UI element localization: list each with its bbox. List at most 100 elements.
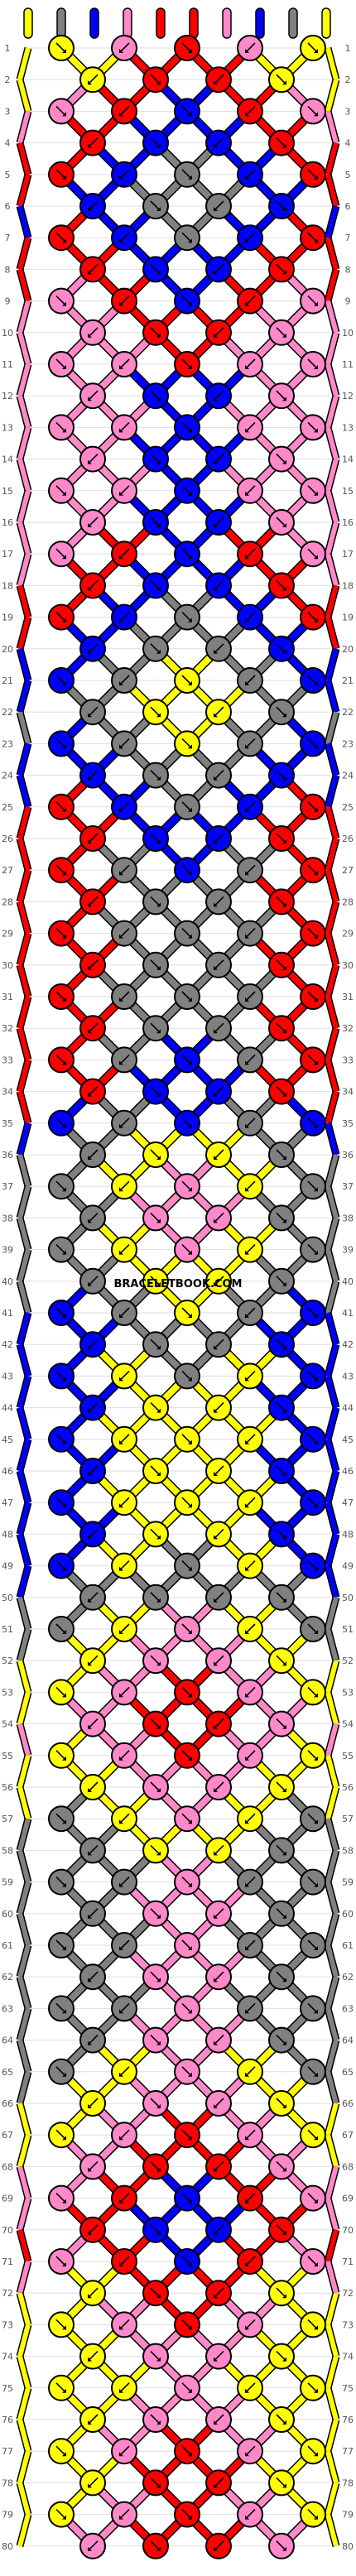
knot-arrowhead bbox=[245, 555, 249, 560]
edge-thread-right bbox=[325, 300, 339, 334]
knot-arrow bbox=[276, 1908, 286, 1919]
knot-arrowhead bbox=[214, 1092, 218, 1097]
row-number-right: 20 bbox=[342, 644, 354, 655]
knot-arrow bbox=[181, 1686, 192, 1697]
knot-arrowhead bbox=[88, 396, 92, 401]
left-row-numbers: 1234567891011121314151617181920212223242… bbox=[2, 43, 13, 2552]
knot-arrowhead bbox=[119, 2136, 123, 2141]
knot-arrowhead bbox=[188, 934, 192, 939]
knot-arrowhead bbox=[245, 871, 249, 876]
row-number-right: 17 bbox=[342, 549, 354, 560]
knot-arrowhead bbox=[214, 2230, 218, 2235]
row-number-right: 49 bbox=[342, 1561, 354, 1572]
knot-arrow bbox=[119, 1686, 130, 1697]
edge-thread-left bbox=[17, 1312, 31, 1345]
knot-arrow bbox=[150, 1212, 161, 1223]
edge-thread-right bbox=[325, 2482, 339, 2516]
knot-arrowhead bbox=[245, 112, 249, 117]
knot-arrow bbox=[150, 579, 161, 590]
edge-thread-left bbox=[17, 490, 31, 523]
edge-thread-left bbox=[17, 1281, 31, 1314]
knot-arrow bbox=[214, 1718, 224, 1729]
knot-arrow bbox=[119, 485, 130, 496]
row-number-right: 4 bbox=[345, 138, 351, 149]
knot-arrowhead bbox=[314, 2199, 318, 2204]
edge-thread-left bbox=[17, 1343, 31, 1377]
knot-arrowhead bbox=[188, 2072, 192, 2077]
knot-arrowhead bbox=[282, 1978, 286, 1982]
knot-arrow bbox=[307, 1939, 318, 1950]
knot-arrow bbox=[150, 1086, 161, 1097]
knot-arrow bbox=[245, 548, 256, 559]
row-number-left: 52 bbox=[2, 1656, 13, 1666]
knot-arrow bbox=[55, 232, 66, 243]
knot-arrow bbox=[245, 2129, 256, 2140]
knot-arrow bbox=[276, 1592, 286, 1603]
row-number-right: 63 bbox=[342, 2003, 354, 2014]
top-strand bbox=[222, 7, 232, 39]
edge-thread-right bbox=[325, 711, 339, 745]
knot-arrowhead bbox=[282, 2357, 286, 2362]
knot-arrowhead bbox=[62, 112, 66, 117]
knot-arrowhead bbox=[282, 2040, 286, 2045]
knot-arrowhead bbox=[282, 333, 286, 338]
row-number-right: 53 bbox=[342, 1687, 354, 1698]
knot-arrow bbox=[276, 643, 286, 654]
knot-arrow bbox=[214, 1908, 224, 1919]
edge-thread-right bbox=[325, 1248, 339, 1282]
knot-arrowhead bbox=[188, 1693, 192, 1698]
knot-arrowhead bbox=[188, 1566, 192, 1571]
knot-arrow bbox=[88, 1971, 99, 1982]
knot-arrow bbox=[214, 1781, 224, 1792]
top-strand bbox=[255, 7, 265, 39]
knot-arrowhead bbox=[188, 1503, 192, 1508]
row-number-left: 22 bbox=[2, 707, 13, 718]
knot-arrow bbox=[150, 1718, 161, 1729]
row-number-left: 9 bbox=[5, 296, 11, 307]
knot-arrow bbox=[214, 1971, 224, 1982]
knot-arrowhead bbox=[188, 555, 192, 560]
row-number-left: 24 bbox=[2, 771, 13, 781]
knot-arrowhead bbox=[188, 428, 192, 433]
row-number-right: 54 bbox=[342, 1719, 354, 1730]
knot-arrow bbox=[55, 2382, 66, 2393]
knot-arrowhead bbox=[214, 776, 218, 781]
knot-arrowhead bbox=[88, 523, 92, 527]
knot-arrow bbox=[55, 358, 66, 369]
knot-arrowhead bbox=[88, 586, 92, 591]
row-number-left: 60 bbox=[2, 1909, 13, 1920]
knot-arrowhead bbox=[62, 681, 66, 685]
knot-arrow bbox=[307, 2382, 318, 2393]
top-strand bbox=[288, 7, 298, 39]
knot-arrowhead bbox=[88, 1978, 92, 1982]
knot-arrow bbox=[119, 1623, 130, 1634]
knot-arrow bbox=[214, 959, 224, 970]
knot-arrow bbox=[55, 42, 66, 53]
edge-thread-right bbox=[325, 1976, 339, 2010]
row-number-right: 61 bbox=[342, 1940, 354, 1951]
knot-arrowhead bbox=[119, 744, 123, 749]
knot-arrowhead bbox=[214, 143, 218, 148]
knot-arrow bbox=[55, 1307, 66, 1318]
knot-arrow bbox=[214, 2098, 224, 2108]
knot-arrow bbox=[150, 390, 161, 401]
knot-arrowhead bbox=[314, 428, 318, 433]
knot-arrowhead bbox=[62, 1819, 66, 1824]
row-number-right: 11 bbox=[342, 359, 354, 370]
knot-arrow bbox=[214, 390, 224, 401]
knot-arrow bbox=[307, 485, 318, 496]
knot-arrowhead bbox=[214, 396, 218, 401]
row-number-left: 56 bbox=[2, 1782, 13, 1793]
edge-thread-left bbox=[17, 1406, 31, 1440]
top-strand bbox=[321, 7, 331, 39]
knot-arrow bbox=[245, 2193, 256, 2204]
row-number-left: 62 bbox=[2, 1972, 13, 1982]
knot-arrow bbox=[181, 1939, 192, 1950]
knot-arrowhead bbox=[119, 49, 123, 53]
knot-arrowhead bbox=[88, 1661, 92, 1666]
knot-arrow bbox=[150, 1781, 161, 1792]
edge-thread-right bbox=[325, 2103, 339, 2136]
edge-thread-right bbox=[325, 521, 339, 555]
knot-arrow bbox=[88, 74, 99, 84]
knot-arrow bbox=[307, 675, 318, 685]
